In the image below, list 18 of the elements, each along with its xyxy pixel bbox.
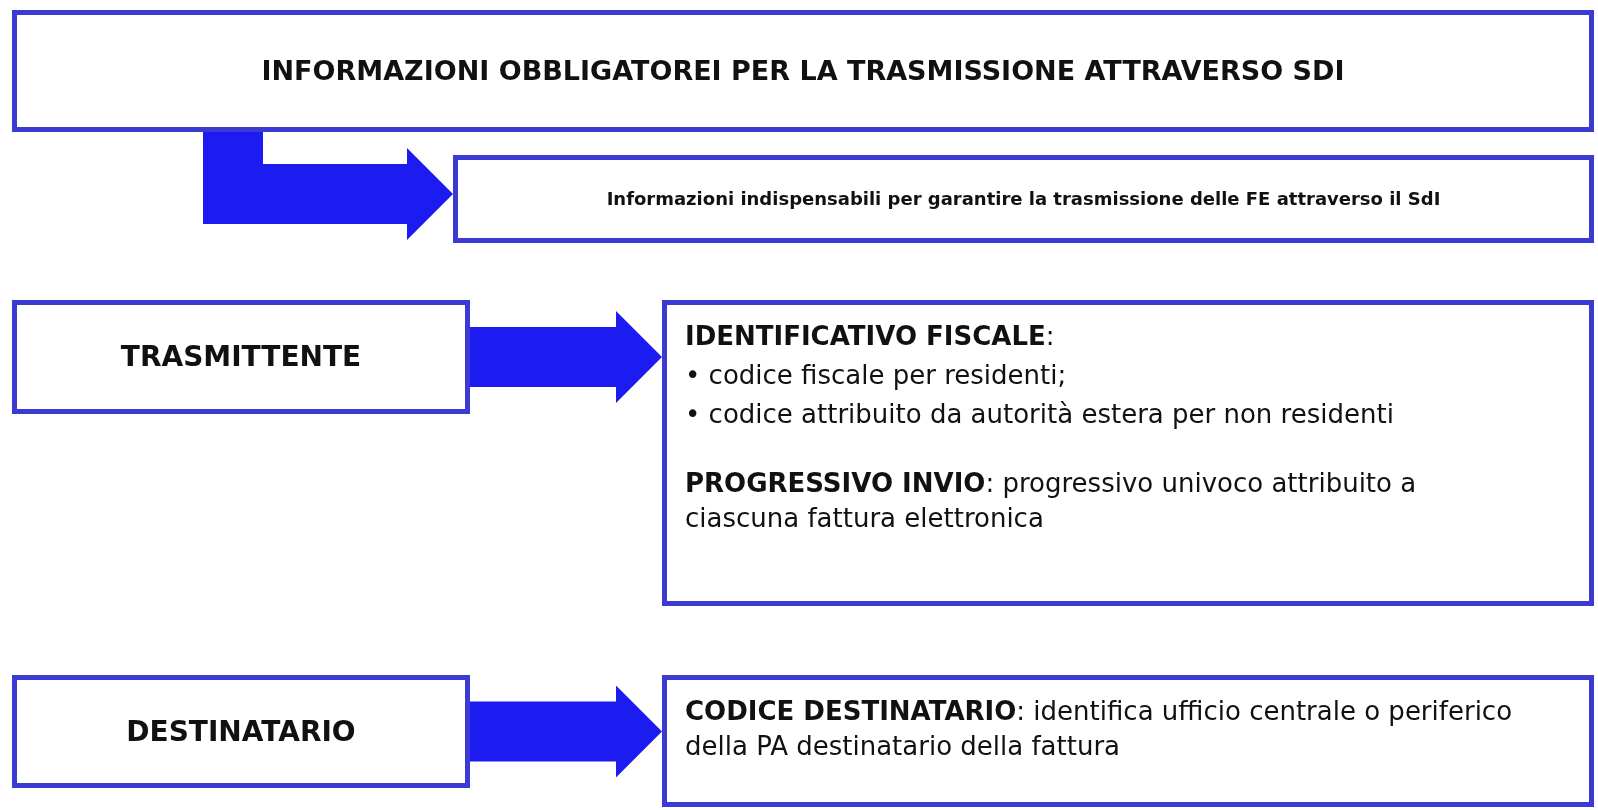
category-box [12, 300, 470, 414]
block-arrow [470, 311, 662, 403]
title-text: INFORMAZIONI OBBLIGATOREI PER LA TRASMISSIONE ATTRAVERSO SDI [261, 53, 1345, 88]
subtitle-text: Informazioni indispensabili per garantire la trasmissione delle FE attraverso il SdI [606, 186, 1441, 211]
block-arrow [470, 685, 662, 778]
info-box [662, 300, 1594, 606]
title-box [12, 10, 1594, 132]
subtitle-box [453, 155, 1594, 243]
bullet-item: • codice attribuito da autorità estera per non residenti [685, 398, 1394, 432]
field-description: PROGRESSIVO INVIO: progressivo univoco attribuito a ciascuna fattura elettronica [685, 467, 1418, 536]
field-description: CODICE DESTINATARIO: identifica ufficio centrale o periferico della PA destinatario della fattura [685, 695, 1514, 764]
category-label: TRASMITTENTE [120, 339, 362, 376]
block-arrow [203, 132, 453, 240]
info-box [662, 675, 1594, 807]
category-label: DESTINATARIO [126, 713, 356, 750]
field-heading: IDENTIFICATIVO FISCALE: [685, 320, 1055, 353]
category-box [12, 675, 470, 788]
bullet-item: • codice fiscale per residenti; [685, 359, 1067, 393]
